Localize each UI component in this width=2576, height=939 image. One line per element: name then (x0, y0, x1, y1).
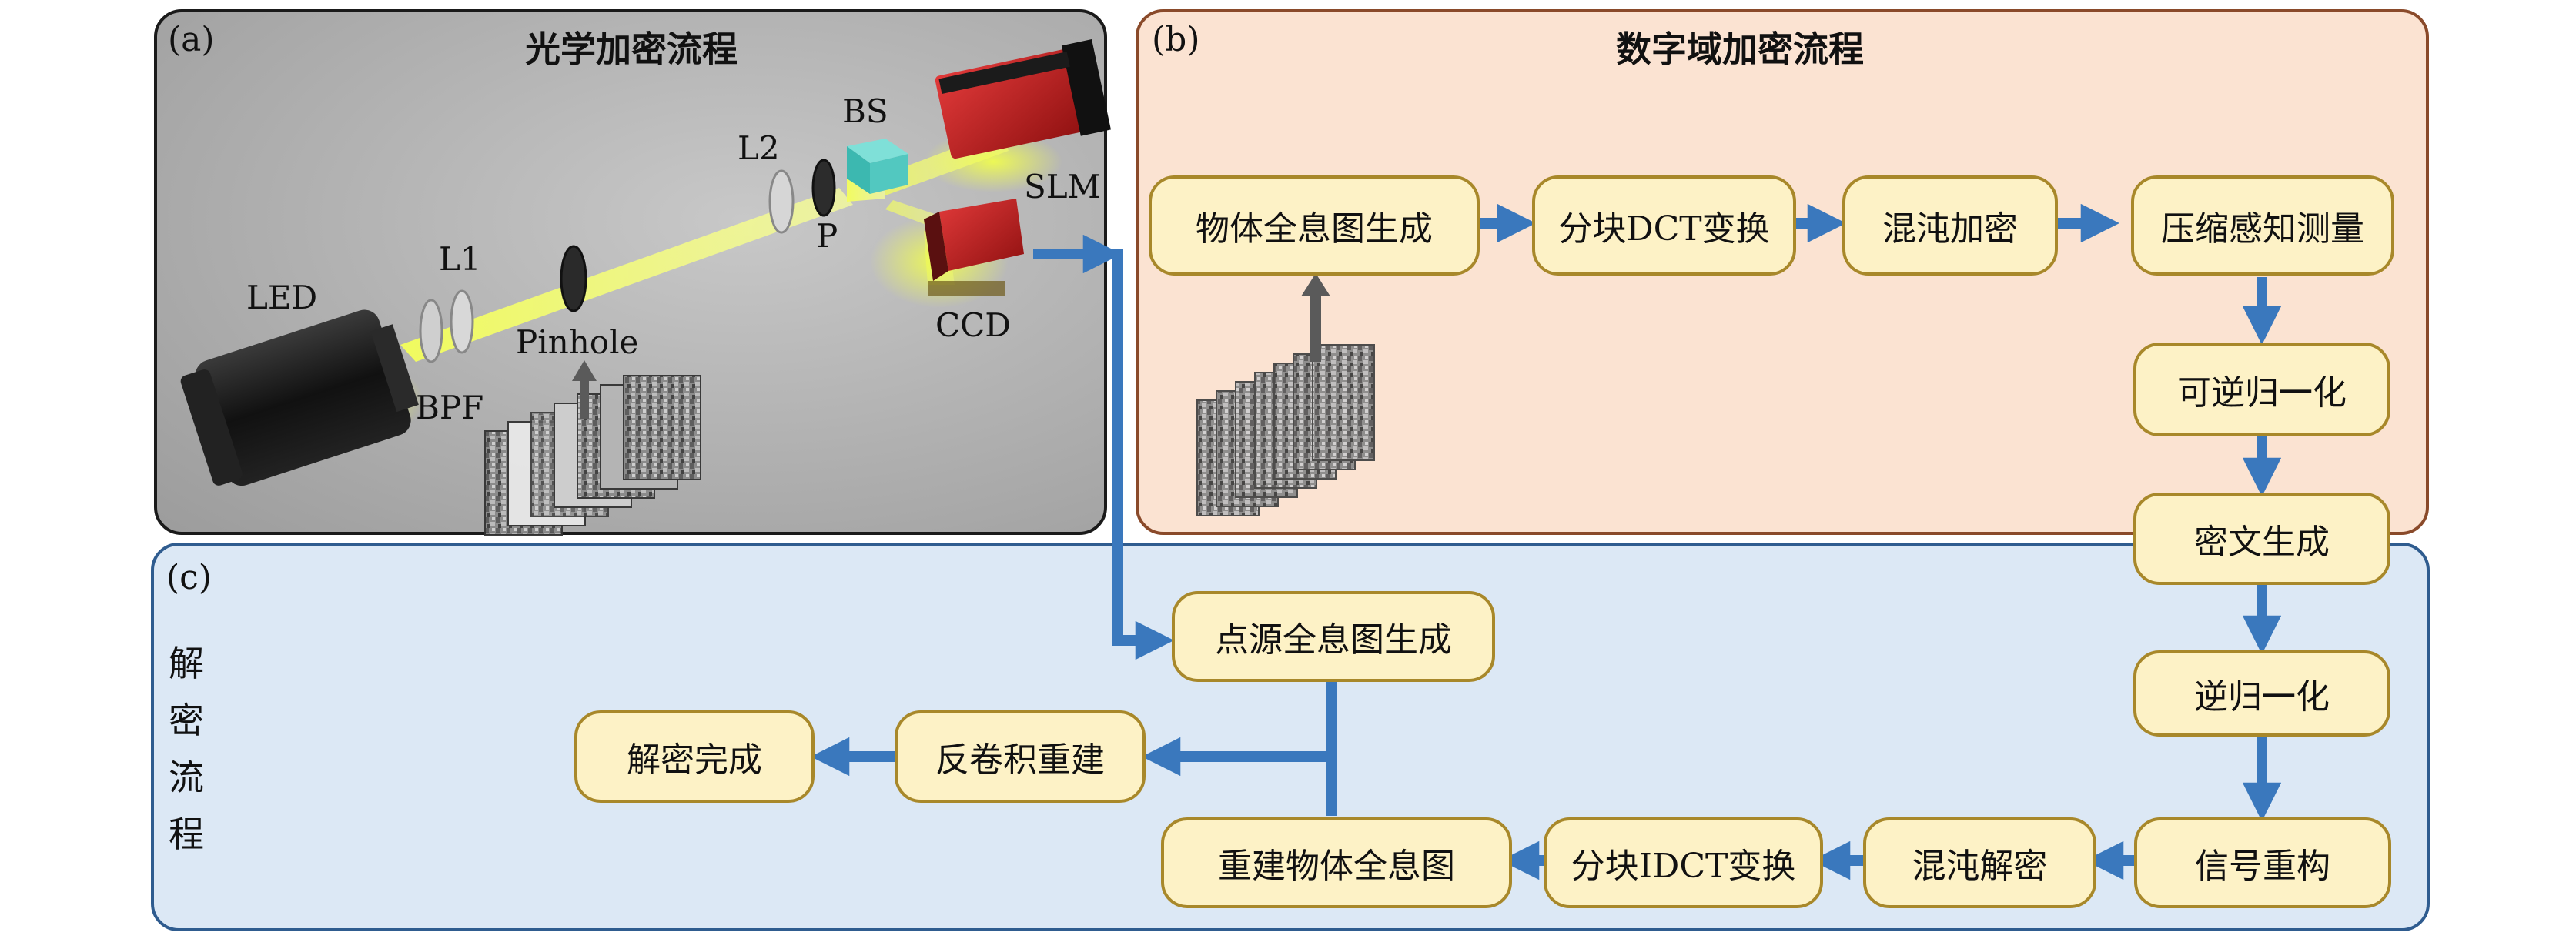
p-label: P (816, 217, 838, 255)
panel-c-label: (c) (166, 558, 212, 597)
node-deconvolution-reconstruction: 反卷积重建 (895, 710, 1146, 803)
node-block-dct-transform: 分块DCT变换 (1532, 175, 1796, 276)
slm-label: SLM (1024, 168, 1101, 206)
panel-optical-encryption (154, 9, 1107, 535)
pinhole-label: Pinhole (516, 323, 639, 361)
node-chaotic-decryption: 混沌解密 (1863, 817, 2096, 908)
l1-label: L1 (439, 240, 481, 278)
node-decryption-complete: 解密完成 (574, 710, 815, 803)
panel-b-title: 数字域加密流程 (1616, 28, 1864, 70)
panel-c-title-char: 程 (169, 814, 204, 855)
node-point-source-hologram-generation: 点源全息图生成 (1172, 591, 1495, 682)
bpf-label: BPF (416, 389, 484, 426)
ccd-label: CCD (935, 306, 1011, 344)
panel-c-title-char: 密 (169, 700, 204, 741)
node-inverse-normalization: 逆归一化 (2133, 650, 2390, 737)
panel-a-label: (a) (168, 20, 215, 59)
node-chaotic-encryption: 混沌加密 (1842, 175, 2058, 276)
node-signal-reconstruction: 信号重构 (2134, 817, 2391, 908)
panel-c-title: 解 密 流 程 (163, 635, 209, 863)
node-object-hologram-generation: 物体全息图生成 (1149, 175, 1480, 276)
panel-c-title-char: 解 (169, 643, 204, 684)
bs-label: BS (842, 92, 888, 130)
node-compressed-sensing-measurement: 压缩感知测量 (2131, 175, 2394, 276)
panel-a-title: 光学加密流程 (525, 28, 738, 70)
led-label: LED (246, 279, 318, 316)
panel-b-label: (b) (1152, 20, 1200, 59)
node-block-idct-transform: 分块IDCT变换 (1544, 817, 1823, 908)
panel-c-title-char: 流 (169, 757, 204, 798)
node-reversible-normalization: 可逆归一化 (2133, 343, 2390, 436)
l2-label: L2 (738, 129, 780, 167)
node-ciphertext-generation: 密文生成 (2133, 493, 2390, 585)
node-reconstructed-object-hologram: 重建物体全息图 (1161, 817, 1512, 908)
